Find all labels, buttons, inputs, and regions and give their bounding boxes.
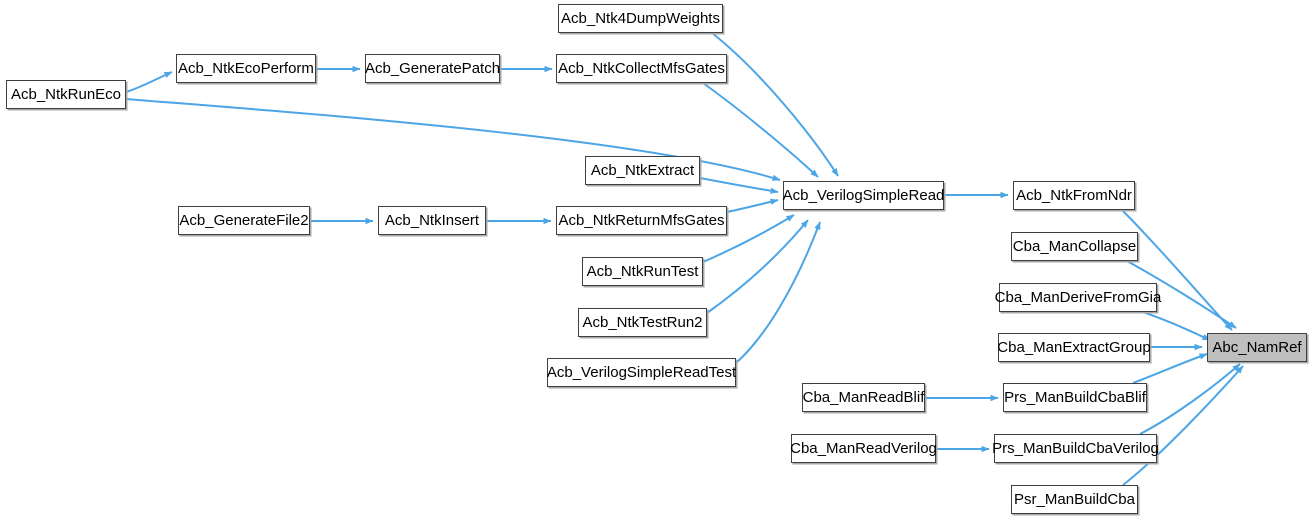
node-prs-manbuildcbaverilog[interactable]: Prs_ManBuildCbaVerilog (992, 434, 1159, 463)
edge-n3-to-n12 (702, 82, 819, 178)
edge-n20-to-n22 (1139, 363, 1241, 435)
node-acb-ntktestrun2[interactable]: Acb_NtkTestRun2 (578, 308, 707, 337)
node-acb-ntkinsert[interactable]: Acb_NtkInsert (378, 206, 486, 235)
node-acb-generatefile2[interactable]: Acb_GenerateFile2 (178, 206, 310, 235)
edge-n9-to-n12 (702, 214, 795, 263)
edge-n21-to-n22 (1122, 365, 1244, 486)
edge-n10-to-n12 (706, 219, 809, 314)
node-psr-manbuildcba[interactable]: Psr_ManBuildCba (1011, 485, 1138, 514)
edge-n14-to-n22 (1126, 260, 1237, 329)
edge-n0-to-n12 (125, 98, 781, 181)
edge-n5-to-n12 (699, 177, 779, 194)
node-acb-ntkecoperform[interactable]: Acb_NtkEcoPerform (176, 54, 316, 83)
node-abc-namref[interactable]: Abc_NamRef (1207, 333, 1307, 362)
edge-n0-to-n1 (125, 71, 173, 93)
node-acb-ntkreturnmfsgates[interactable]: Acb_NtkReturnMfsGates (556, 206, 727, 235)
edge-n15-to-n22 (1139, 310, 1211, 341)
edge-n4-to-n12 (711, 32, 839, 177)
node-acb-generatepatch[interactable]: Acb_GeneratePatch (365, 54, 500, 83)
node-acb-ntkfromndr[interactable]: Acb_NtkFromNdr (1013, 181, 1135, 210)
node-acb-verilogsimplereadtest[interactable]: Acb_VerilogSimpleReadTest (547, 358, 736, 387)
node-cba-manderivefromgia[interactable]: Cba_ManDeriveFromGia (995, 283, 1161, 312)
edge-n8-to-n12 (726, 198, 779, 213)
node-cba-manextractgroup[interactable]: Cba_ManExtractGroup (997, 333, 1151, 362)
node-acb-ntkcollectmfsgates[interactable]: Acb_NtkCollectMfsGates (556, 54, 727, 83)
node-cba-mancollapse[interactable]: Cba_ManCollapse (1011, 232, 1138, 261)
node-cba-manreadverilog[interactable]: Cba_ManReadVerilog (790, 434, 937, 463)
node-acb-ntkruneco[interactable]: Acb_NtkRunEco (6, 80, 126, 109)
node-acb-ntk4dumpweights[interactable]: Acb_Ntk4DumpWeights (558, 4, 723, 33)
node-cba-manreadblif[interactable]: Cba_ManReadBlif (802, 383, 925, 412)
edge-n13-to-n22 (1121, 209, 1233, 331)
node-acb-ntkruntest[interactable]: Acb_NtkRunTest (582, 257, 703, 286)
node-prs-manbuildcbablif[interactable]: Prs_ManBuildCbaBlif (1003, 383, 1147, 412)
node-acb-verilogsimpleread[interactable]: Acb_VerilogSimpleRead (783, 181, 944, 210)
edge-n18-to-n22 (1132, 353, 1208, 384)
node-acb-ntkextract[interactable]: Acb_NtkExtract (585, 156, 700, 185)
edge-n11-to-n12 (735, 221, 821, 364)
